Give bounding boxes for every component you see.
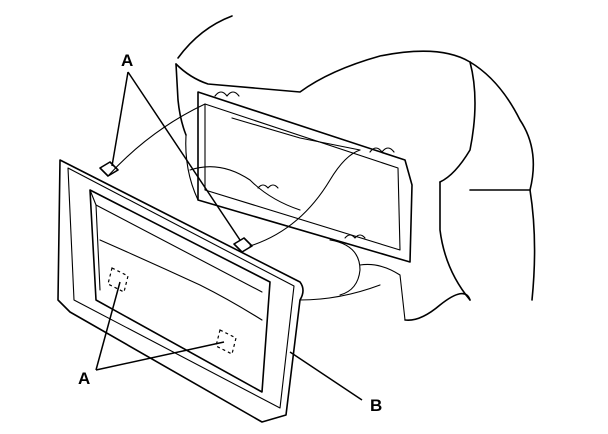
callout-a-bottom-leader-1 (95, 281, 121, 371)
dash-hood-top (175, 50, 535, 191)
dash-clip-receptacle-1 (214, 91, 240, 97)
callout-a-bottom: A (78, 281, 225, 388)
bezel-bottom-clip-right (215, 329, 237, 355)
dash-slot-bar (231, 117, 361, 151)
callout-a-top-label: A (121, 51, 133, 70)
callout-a-top-leader-1 (111, 71, 129, 167)
callout-a-top: A (111, 51, 241, 241)
callout-a-bottom-label: A (78, 369, 90, 388)
dashboard-console (175, 15, 536, 322)
dash-clip-receptacle-2 (369, 147, 395, 153)
bezel-window-depth-top (95, 204, 263, 293)
bezel-panel (57, 159, 304, 423)
callout-b-leader (289, 351, 363, 401)
callout-a-bottom-leader-2 (95, 341, 225, 371)
callout-b-label: B (370, 396, 382, 415)
bezel-outer (57, 159, 304, 423)
dash-pocket-right (359, 263, 406, 321)
bezel-window (89, 189, 271, 393)
dash-pocket-bowl (329, 239, 361, 296)
bezel-rim (67, 167, 295, 409)
console-bottom-curve (404, 292, 471, 322)
guide-line-bottom (299, 284, 381, 301)
bezel-top-clip-right (233, 237, 253, 253)
dash-pocket-shelf (189, 166, 301, 211)
console-right-edge (529, 189, 536, 301)
dash-opening-inner (204, 103, 401, 251)
bezel-window-shelf (99, 239, 263, 321)
dash-hood-curve (439, 61, 476, 183)
bezel-top-clip-left (99, 161, 119, 177)
dash-pocket-left (185, 134, 199, 201)
dash-opening (197, 91, 413, 263)
guide-line-left (107, 103, 206, 177)
dash-left-wall (175, 63, 187, 136)
guide-line-right (249, 149, 361, 247)
dash-clip-receptacle-4 (344, 234, 366, 239)
callout-a-top-leader-2 (127, 71, 241, 241)
callout-b: B (289, 351, 382, 415)
dash-clip-receptacle-3 (257, 184, 279, 189)
dash-hood-left-edge (177, 15, 233, 59)
console-right-upper (439, 181, 471, 301)
